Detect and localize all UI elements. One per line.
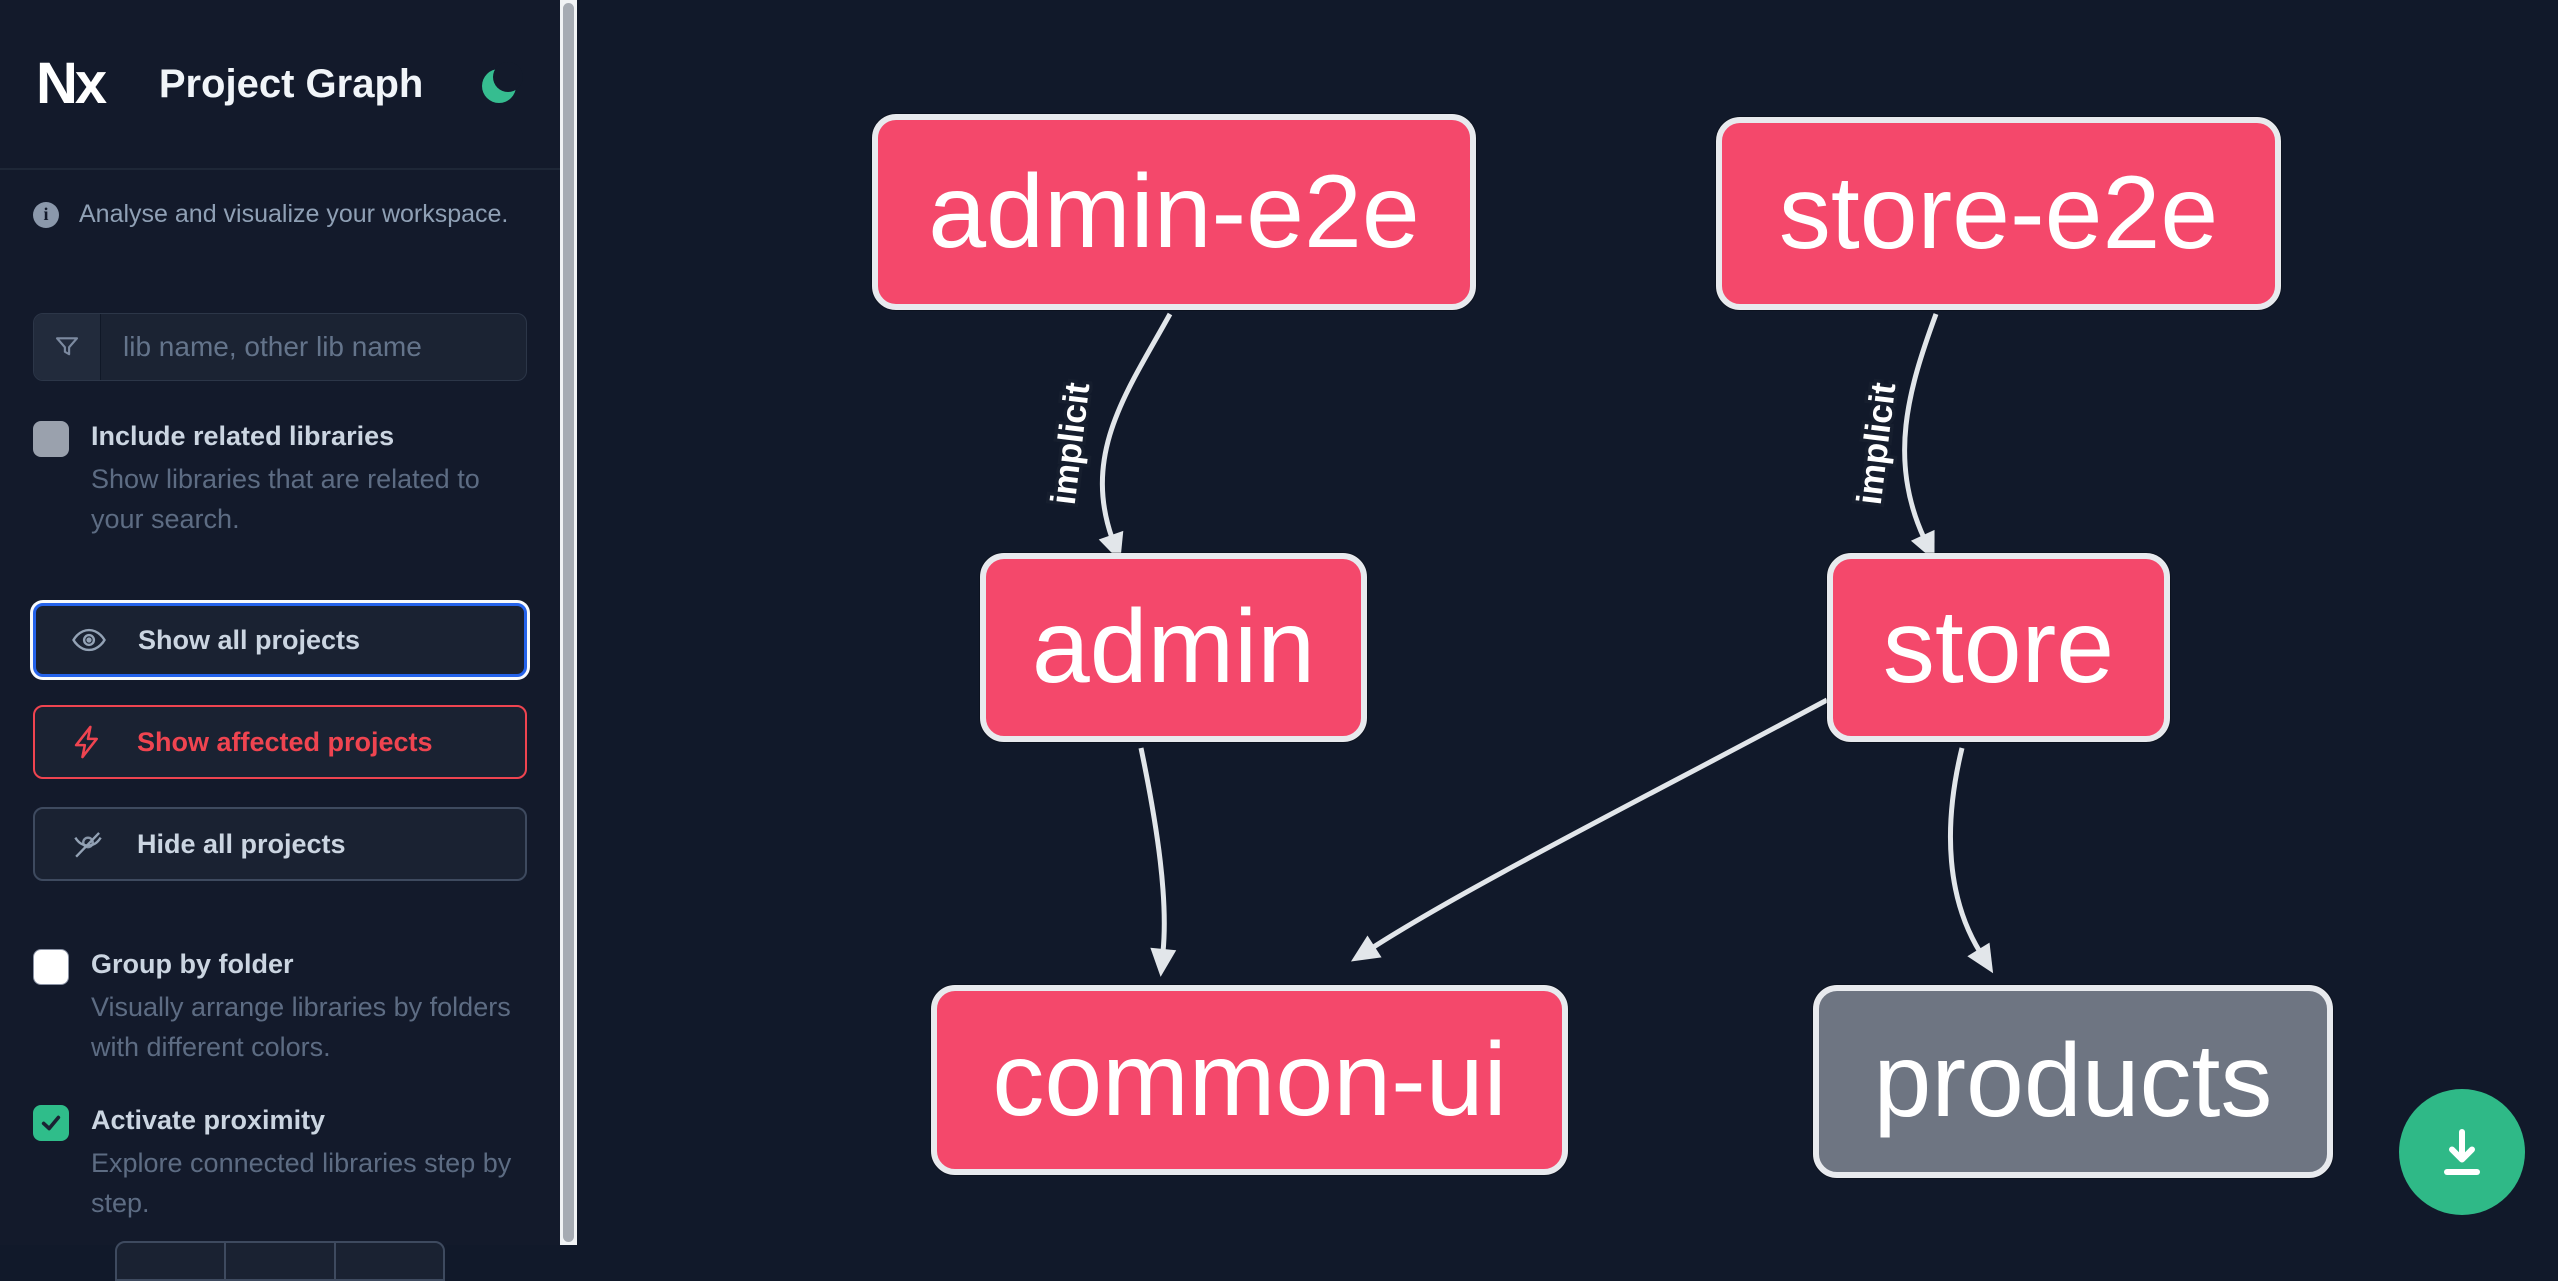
activate-proximity-checkbox[interactable]	[33, 1105, 69, 1141]
graph-node-admin-e2e[interactable]: admin-e2e	[872, 114, 1476, 310]
workspace-tagline: Analyse and visualize your workspace.	[79, 200, 509, 228]
show-affected-projects-button[interactable]: Show affected projects	[33, 705, 527, 779]
activate-proximity-description: Explore connected libraries step by step…	[91, 1148, 512, 1218]
graph-node-store-e2e[interactable]: store-e2e	[1716, 117, 2281, 310]
show-affected-projects-label: Show affected projects	[137, 726, 433, 757]
proximity-stepper[interactable]	[115, 1241, 445, 1281]
node-label: admin	[1031, 589, 1316, 705]
include-related-description: Show libraries that are related to your …	[91, 464, 480, 534]
graph-node-admin[interactable]: admin	[980, 553, 1367, 742]
page-title: Project Graph	[158, 61, 424, 106]
proximity-stepper-decrement[interactable]	[117, 1243, 227, 1279]
scrollbar-thumb[interactable]	[563, 3, 574, 1242]
activate-proximity-row: Activate proximity Explore connected lib…	[33, 1103, 527, 1223]
eye-icon	[72, 628, 106, 652]
proximity-stepper-value	[226, 1243, 336, 1279]
edge-store-e2e-to-store	[1902, 313, 1939, 561]
edge-admin-e2e-to-admin	[1098, 312, 1173, 562]
hide-all-projects-button[interactable]: Hide all projects	[33, 807, 527, 881]
show-all-projects-label: Show all projects	[138, 624, 361, 655]
edge-store-to-common-ui	[1350, 697, 1829, 962]
show-all-projects-button[interactable]: Show all projects	[33, 603, 527, 677]
include-related-row: Include related libraries Show libraries…	[33, 419, 527, 539]
nx-logo: Nx	[36, 51, 107, 116]
include-related-checkbox[interactable]	[33, 421, 69, 457]
eye-off-icon	[74, 832, 102, 858]
graph-edges-layer: implicit implicit	[1043, 312, 1994, 977]
sidebar-content: i Analyse and visualize your workspace. …	[0, 200, 560, 1223]
lightning-bolt-icon	[74, 725, 98, 759]
sidebar-scrollbar[interactable]	[560, 0, 577, 1245]
proximity-stepper-increment[interactable]	[336, 1243, 443, 1279]
checkmark-icon	[41, 1115, 61, 1131]
library-filter-searchbox	[33, 313, 527, 381]
node-label: common-ui	[992, 1021, 1507, 1138]
filter-funnel-icon	[34, 314, 101, 380]
group-by-folder-label: Group by folder	[91, 949, 294, 979]
sidebar: Nx Project Graph i Analyse and visualize…	[0, 0, 560, 1281]
node-label: admin-e2e	[928, 153, 1420, 270]
edge-label-implicit-store: implicit	[1850, 380, 1904, 507]
sidebar-header: Nx Project Graph	[0, 0, 560, 170]
graph-node-products[interactable]: products	[1813, 985, 2333, 1178]
download-icon	[2444, 1129, 2480, 1175]
download-graph-button[interactable]	[2399, 1089, 2525, 1215]
group-by-folder-description: Visually arrange libraries by folders wi…	[91, 992, 511, 1062]
workspace-tagline-row: i Analyse and visualize your workspace.	[33, 200, 527, 229]
node-label: products	[1873, 1023, 2273, 1139]
include-related-label: Include related libraries	[91, 421, 395, 451]
activate-proximity-label: Activate proximity	[91, 1105, 326, 1135]
hide-all-projects-label: Hide all projects	[137, 828, 346, 859]
node-label: store	[1882, 589, 2115, 705]
info-icon: i	[33, 201, 59, 228]
graph-node-store[interactable]: store	[1827, 553, 2170, 742]
group-by-folder-checkbox[interactable]	[33, 949, 69, 985]
group-by-folder-row: Group by folder Visually arrange librari…	[33, 947, 527, 1067]
edge-store-to-products	[1947, 747, 1994, 974]
edge-admin-to-common-ui	[1138, 747, 1177, 977]
dark-mode-moon-icon[interactable]	[478, 61, 524, 107]
search-input[interactable]	[101, 314, 526, 380]
graph-node-common-ui[interactable]: common-ui	[931, 985, 1568, 1175]
edge-label-implicit-admin: implicit	[1044, 380, 1098, 507]
node-label: store-e2e	[1778, 155, 2219, 271]
